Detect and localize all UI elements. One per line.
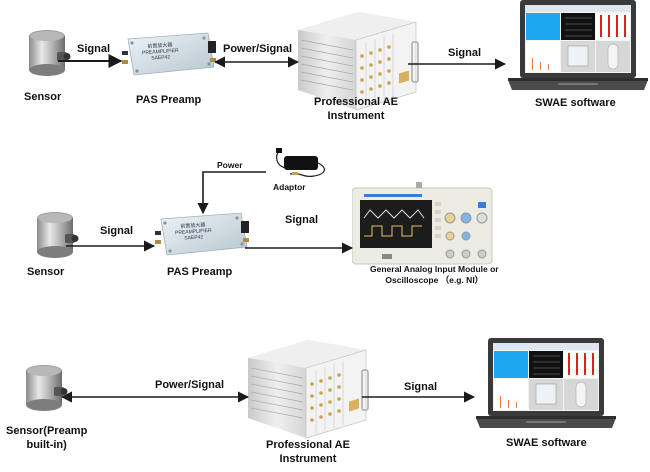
node-label-preamp-row2: PAS Preamp <box>167 266 233 278</box>
edge-label-signal-row2a: Signal <box>100 225 134 237</box>
instrument-line2: Instrument <box>327 110 385 122</box>
node-label-adaptor: Adaptor <box>273 182 306 192</box>
node-label-software-row1: SWAE software <box>535 97 616 109</box>
arrow-adaptor-to-preamp <box>197 171 266 215</box>
edge-label-power-signal-row1: Power/Signal <box>223 43 293 55</box>
module-line1: General Analog Input Module or <box>370 264 499 274</box>
instrument-line1: Professional AE <box>314 96 398 108</box>
edge-label-signal-row1b: Signal <box>448 47 482 59</box>
node-label-instrument-row1: Professional AE Instrument <box>314 95 398 123</box>
sensor-line2: built-in) <box>26 439 67 451</box>
node-label-module: General Analog Input Module or Oscillosc… <box>370 264 499 286</box>
node-label-sensor-row3: Sensor(Preamp built-in) <box>6 424 87 452</box>
instrument-line2-row3: Instrument <box>279 453 337 465</box>
edge-label-signal-row1a: Signal <box>77 43 111 55</box>
sensor-line1: Sensor(Preamp <box>6 425 88 437</box>
node-label-software-row3: SWAE software <box>506 437 587 449</box>
edge-label-signal-row2b: Signal <box>285 214 319 226</box>
module-line2: Oscilloscope （e.g. NI） <box>385 275 484 285</box>
edge-label-signal-row3: Signal <box>404 381 438 393</box>
node-label-instrument-row3: Professional AE Instrument <box>266 438 350 466</box>
edge-label-power: Power <box>217 160 243 170</box>
node-label-sensor-row2: Sensor <box>27 266 65 278</box>
instrument-line1-row3: Professional AE <box>266 439 350 451</box>
edge-label-power-signal-row3: Power/Signal <box>155 379 225 391</box>
node-label-preamp-row1: PAS Preamp <box>136 94 202 106</box>
node-label-sensor-row1: Sensor <box>24 91 62 103</box>
